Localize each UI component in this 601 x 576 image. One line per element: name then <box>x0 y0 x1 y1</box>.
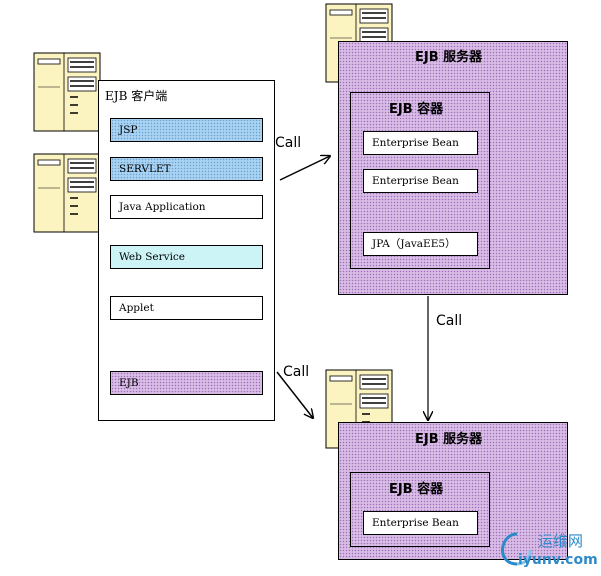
client-item-ejb: EJB <box>110 371 263 395</box>
client-item-java-application: Java Application <box>110 195 263 219</box>
call-label-client-to-server1: Call <box>275 135 302 151</box>
call-label-server1-to-server2: Call <box>436 313 463 329</box>
server2-enterprise-bean: Enterprise Bean <box>363 511 478 535</box>
server1-jpa: JPA（JavaEE5） <box>363 232 478 256</box>
client-item-jsp: JSP <box>110 118 263 142</box>
server2-title: EJB 服务器 <box>415 432 483 447</box>
client-computer-icon-2 <box>33 153 101 233</box>
arrow-client-to-server2 <box>276 371 313 418</box>
server1-enterprise-bean-2: Enterprise Bean <box>363 169 478 193</box>
server2-container: EJB 容器 <box>350 472 490 547</box>
client-title: EJB 客户端 <box>105 89 168 103</box>
client-item-applet: Applet <box>110 296 263 320</box>
client-item-servlet: SERVLET <box>110 157 263 181</box>
server1-container-title: EJB 容器 <box>389 102 444 117</box>
watermark-url: iyunv.com <box>518 552 598 568</box>
watermark-logo-icon <box>501 532 532 566</box>
arrow-client-to-server1 <box>279 156 330 181</box>
client-item-web-service: Web Service <box>110 245 263 269</box>
call-label-client-to-server2: Call <box>283 364 310 380</box>
client-computer-icon-1 <box>33 52 101 132</box>
server1-title: EJB 服务器 <box>415 50 483 65</box>
server1-enterprise-bean-1: Enterprise Bean <box>363 131 478 155</box>
watermark-title: 运维网 <box>538 532 584 550</box>
server2-container-title: EJB 容器 <box>389 482 444 497</box>
